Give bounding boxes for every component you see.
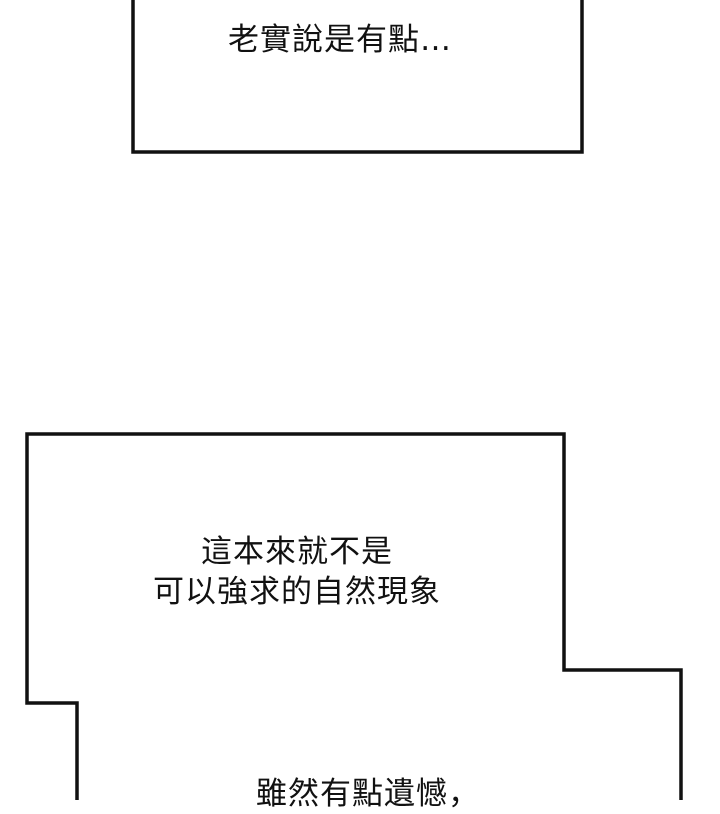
caption-line-2: 可以強求的自然現象 (153, 574, 441, 610)
top-caption-box-border (131, 0, 584, 154)
caption-text-middle: 這本來就不是 可以強求的自然現象 (0, 532, 594, 612)
bottom-caption-box-border (25, 432, 683, 800)
caption-text-top: 老實說是有點… (228, 22, 452, 58)
caption-text-bottom: 雖然有點遺憾， (256, 776, 480, 812)
caption-line-1: 這本來就不是 (201, 534, 393, 570)
